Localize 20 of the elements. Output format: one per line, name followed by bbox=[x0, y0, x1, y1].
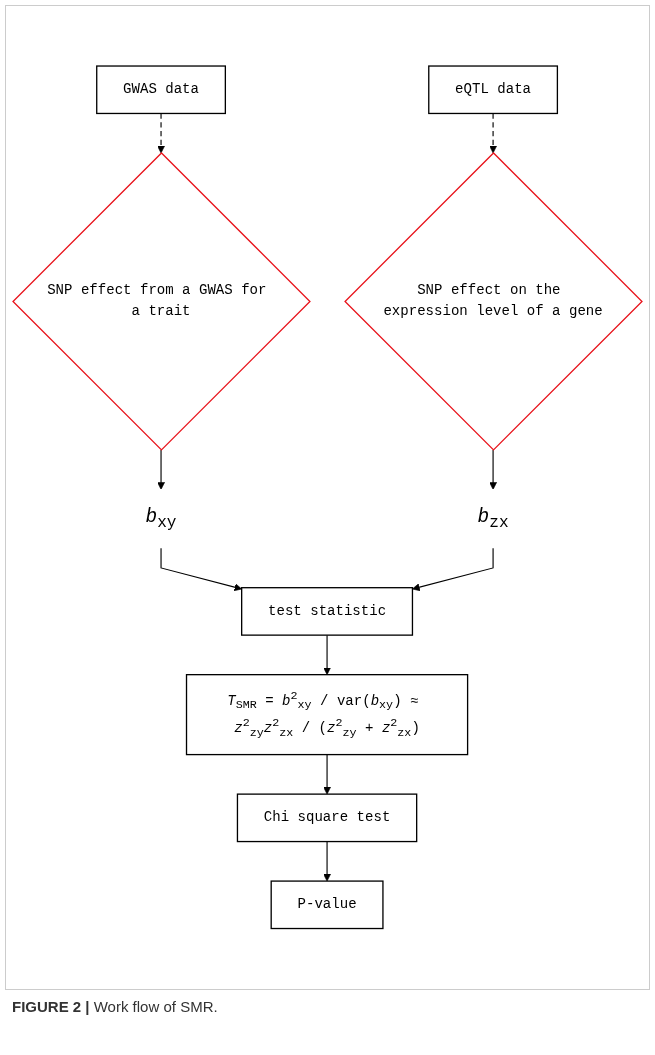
node-box: Chi square test bbox=[236, 793, 418, 843]
node-text: b$_{xy}$ bbox=[145, 506, 177, 533]
arrow bbox=[157, 113, 165, 154]
node-diamond: SNP effect on the expression level of a gene bbox=[344, 152, 643, 452]
node-box: test statistic bbox=[241, 587, 414, 636]
node-diamond: SNP effect from a GWAS for a trait bbox=[12, 152, 311, 452]
arrow bbox=[412, 547, 494, 592]
node-box: P-value bbox=[270, 880, 384, 930]
arrow bbox=[160, 547, 242, 592]
arrow bbox=[489, 449, 497, 490]
arrow bbox=[323, 634, 331, 676]
node-text: b$_{zx}$ bbox=[477, 506, 509, 533]
arrow bbox=[157, 449, 165, 490]
figure-caption: FIGURE 2 | Work flow of SMR. bbox=[12, 998, 219, 1015]
node-box: eQTL data bbox=[428, 65, 559, 115]
node-box: T$_{SMR}$ = b$^{2}$$_{xy}$ / var(b$_{xy}$) ≈ z$^{2}$$_{zy}$z$^{2}$$_{zx}$ / (z$^{2}$$_{zy}$ + z$^{2}$$_{zx}$) bbox=[185, 674, 469, 756]
arrow bbox=[489, 113, 497, 154]
arrow bbox=[323, 754, 331, 795]
arrow bbox=[323, 841, 331, 882]
node-box: GWAS data bbox=[96, 65, 226, 115]
